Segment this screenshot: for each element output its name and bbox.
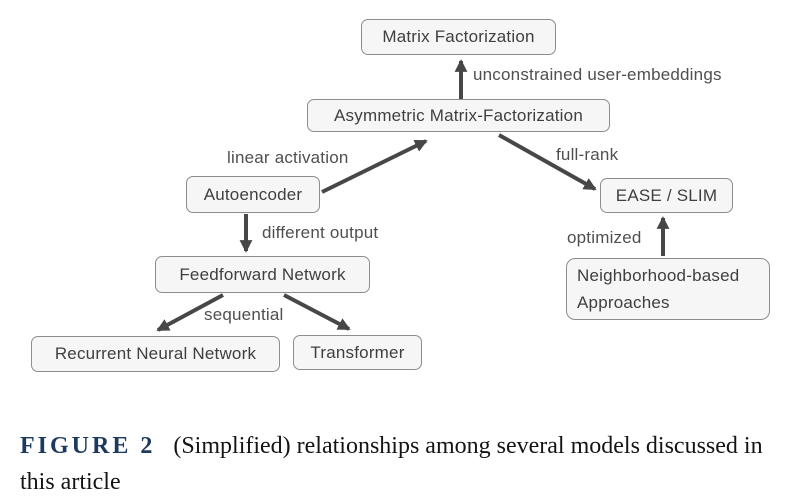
node-neighborhood-line2: Approaches	[577, 293, 670, 312]
edge-label-different-output: different output	[262, 223, 379, 242]
node-asymmetric-matrix-factorization: Asymmetric Matrix-Factorization	[307, 99, 610, 132]
edge-feedforward-to-rnn	[156, 293, 224, 332]
edge-label-linear-activation: linear activation	[227, 148, 349, 167]
edge-feedforward-to-transformer	[283, 293, 351, 331]
node-recurrent-neural-network: Recurrent Neural Network	[31, 336, 280, 372]
edge-label-sequential: sequential	[204, 305, 284, 324]
node-feedforward-network: Feedforward Network	[155, 256, 370, 293]
node-autoencoder: Autoencoder	[186, 176, 320, 213]
edge-asymmetric-to-ease-slim	[498, 133, 597, 191]
node-matrix-factorization: Matrix Factorization	[361, 19, 556, 55]
node-ease-slim: EASE / SLIM	[600, 178, 733, 213]
figure-caption-text: (Simplified) relationships among several…	[20, 433, 763, 495]
edge-autoencoder-to-asymmetric	[321, 139, 428, 194]
node-neighborhood-based-approaches: Neighborhood-based Approaches	[566, 258, 770, 320]
figure-caption-label: FIGURE 2	[20, 433, 156, 459]
figure-caption: FIGURE 2(Simplified) relationships among…	[20, 428, 772, 500]
edge-label-optimized: optimized	[567, 228, 642, 247]
node-neighborhood-line1: Neighborhood-based	[577, 266, 740, 285]
node-transformer: Transformer	[293, 335, 422, 370]
edge-label-full-rank: full-rank	[556, 145, 619, 164]
edge-label-unconstrained-user-embeddings: unconstrained user-embeddings	[473, 65, 722, 84]
